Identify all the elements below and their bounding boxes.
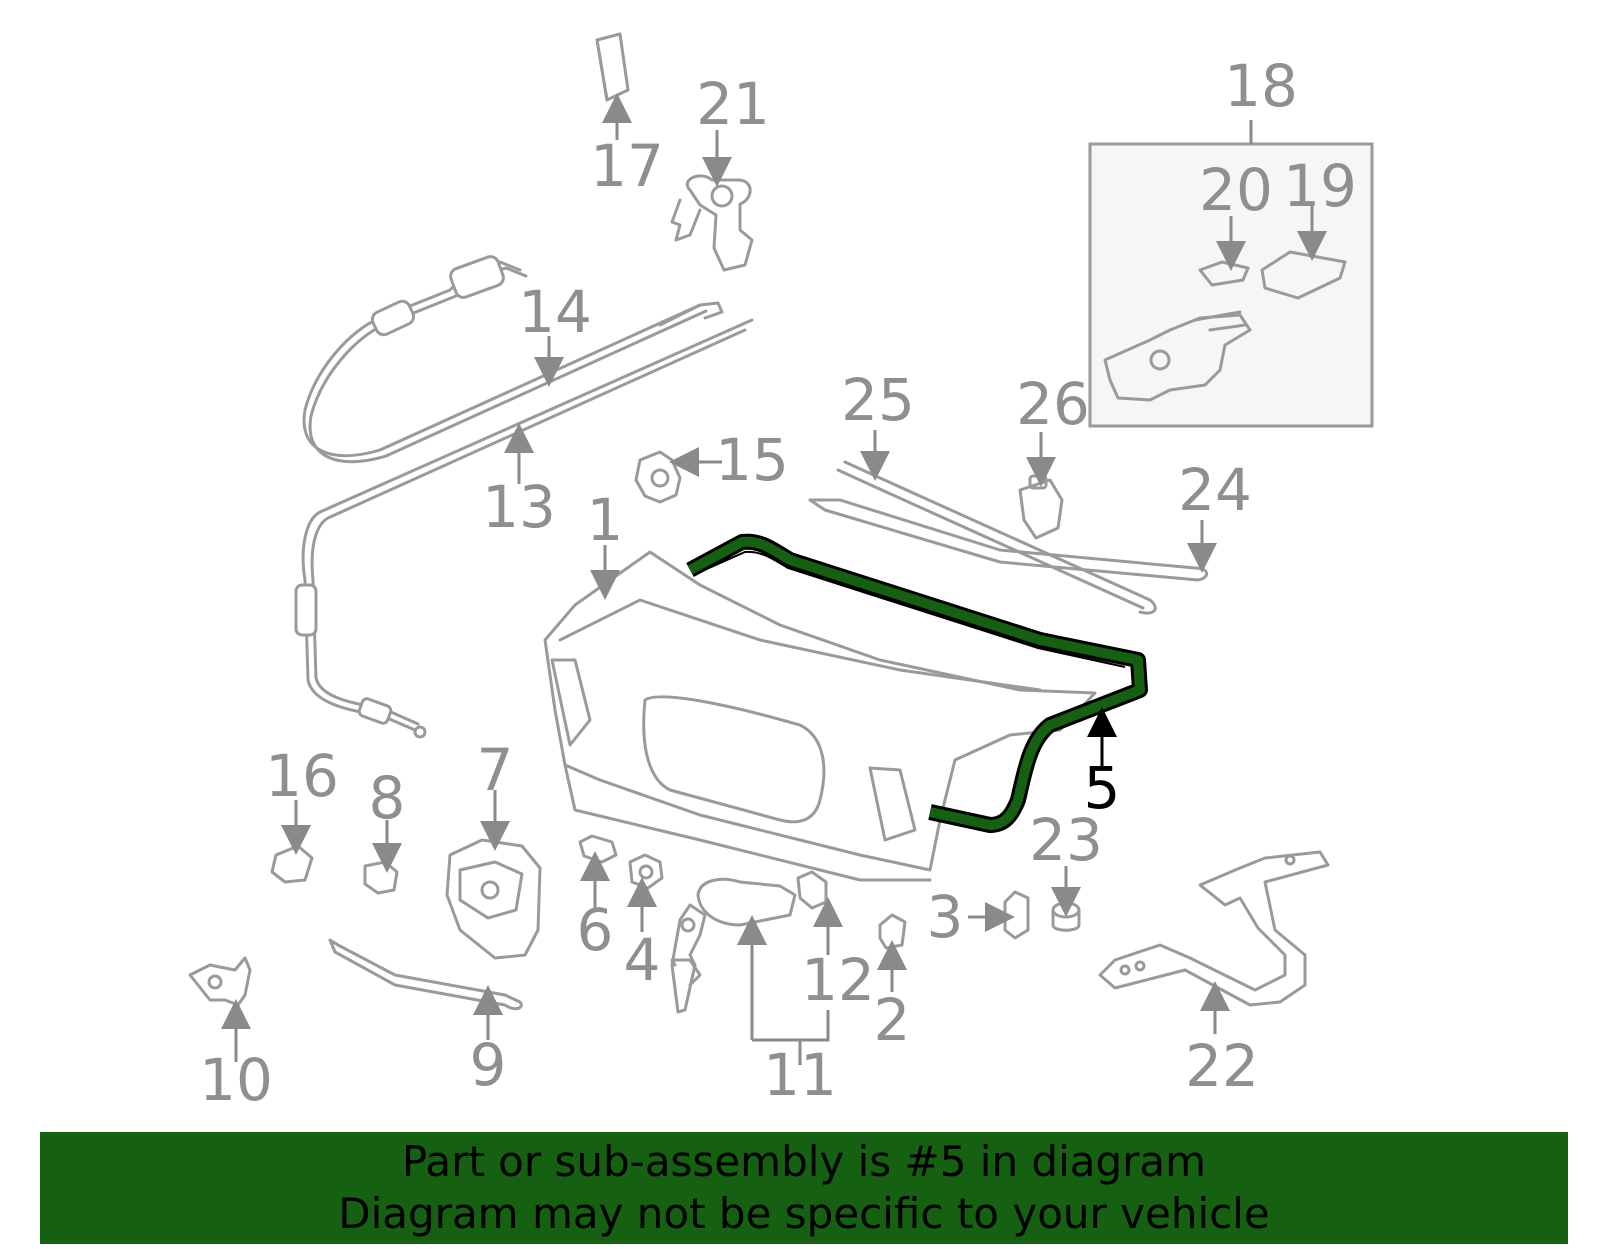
part-13-cable — [294, 318, 754, 739]
callout-14: 14 — [518, 278, 592, 346]
part-1-trunk-lid — [543, 550, 1097, 882]
callout-23: 23 — [1029, 806, 1103, 874]
callout-21: 21 — [696, 70, 770, 138]
callout-13: 13 — [482, 473, 556, 541]
part-5-weatherstrip — [686, 533, 1148, 833]
callout-2: 2 — [874, 986, 911, 1054]
part-2-bumper — [878, 913, 907, 950]
part-11-lock-cylinder — [670, 877, 797, 1014]
callout-4: 4 — [624, 926, 661, 994]
callout-15: 15 — [715, 426, 789, 494]
callout-3: 3 — [927, 883, 964, 951]
part-4-nut — [628, 853, 664, 890]
part-12-retainer — [796, 870, 828, 910]
part-22-hinge — [1098, 850, 1330, 1007]
callout-26: 26 — [1016, 370, 1090, 438]
callout-8: 8 — [369, 764, 406, 832]
callout-6: 6 — [577, 896, 614, 964]
callout-9: 9 — [470, 1031, 507, 1099]
part-18-assembly-box — [1088, 142, 1374, 428]
callout-12: 12 — [801, 946, 875, 1014]
banner-line-2: Diagram may not be specific to your vehi… — [338, 1189, 1270, 1238]
callout-18: 18 — [1224, 52, 1298, 120]
callout-24: 24 — [1178, 456, 1252, 524]
part-6-bumper — [578, 834, 618, 864]
callout-7: 7 — [477, 736, 514, 804]
callout-19: 19 — [1283, 152, 1357, 220]
part-15-clip — [634, 450, 682, 504]
part-17-pad — [595, 32, 630, 102]
callout-25: 25 — [841, 366, 915, 434]
leader-11b — [752, 1010, 830, 1042]
part-14-cable — [302, 255, 724, 464]
part-24-rod — [808, 498, 1209, 582]
part-3-plug — [1003, 890, 1030, 940]
part-21-key-cylinder — [670, 174, 754, 272]
callout-5: 5 — [1084, 754, 1121, 822]
callout-16: 16 — [265, 742, 339, 810]
callout-20: 20 — [1199, 156, 1273, 224]
banner-line-1: Part or sub-assembly is #5 in diagram — [401, 1137, 1207, 1186]
callout-11: 11 — [763, 1041, 837, 1109]
info-banner: Part or sub-assembly is #5 in diagram Di… — [40, 1132, 1568, 1244]
part-23-plug — [1051, 901, 1081, 932]
part-10-bracket — [188, 956, 252, 1007]
callout-10: 10 — [199, 1046, 273, 1114]
callout-1: 1 — [587, 486, 624, 554]
callout-17: 17 — [590, 132, 664, 200]
part-26-switch — [1018, 474, 1064, 540]
part-7-latch — [445, 838, 542, 960]
part-16-clip — [270, 844, 314, 884]
part-9-rod — [328, 938, 523, 1011]
part-8-cap — [363, 860, 399, 895]
callout-22: 22 — [1185, 1032, 1259, 1100]
